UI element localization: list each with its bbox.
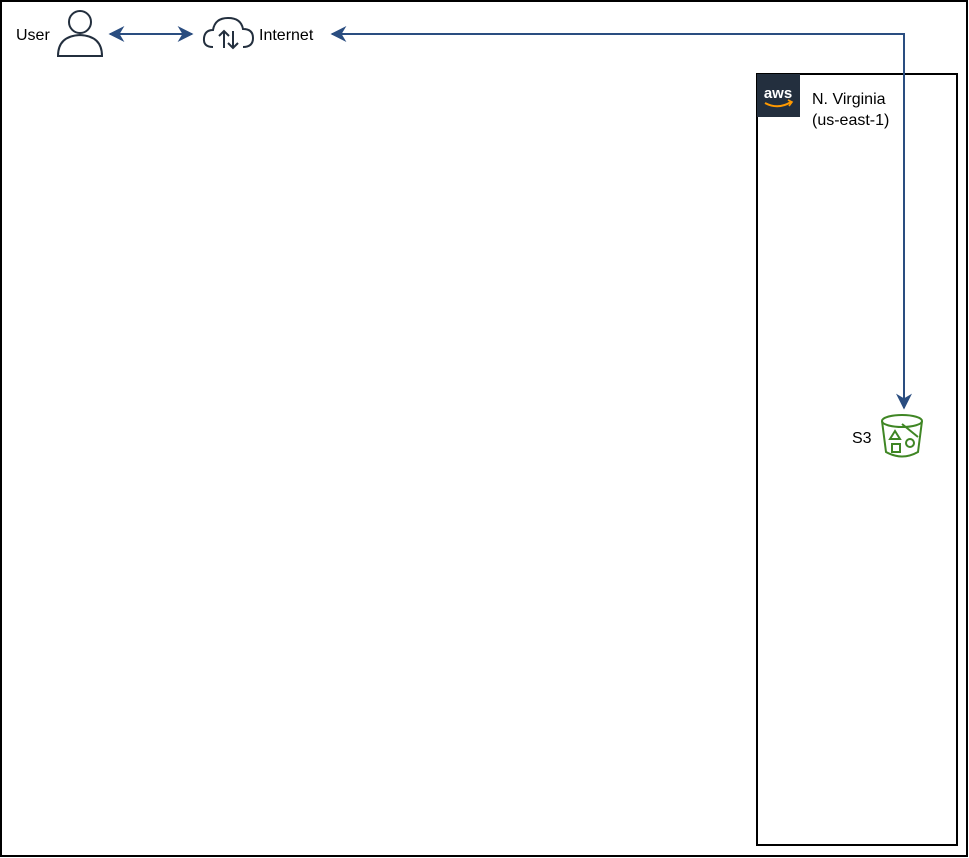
region-code: (us-east-1): [812, 112, 889, 129]
user-label: User: [16, 27, 50, 44]
user-icon: [56, 10, 104, 57]
aws-logo-text: aws: [764, 85, 792, 102]
cloud-icon: [202, 16, 255, 50]
user-node[interactable]: User: [16, 10, 104, 57]
s3-label: S3: [852, 430, 872, 447]
internet-node[interactable]: Internet: [202, 16, 314, 50]
s3-node[interactable]: S3: [852, 414, 923, 458]
edge-internet-s3[interactable]: [330, 26, 912, 410]
internet-label: Internet: [259, 27, 314, 44]
region-name: N. Virginia: [812, 91, 886, 108]
s3-bucket-icon: [881, 414, 923, 458]
aws-logo-icon: aws: [757, 74, 800, 117]
